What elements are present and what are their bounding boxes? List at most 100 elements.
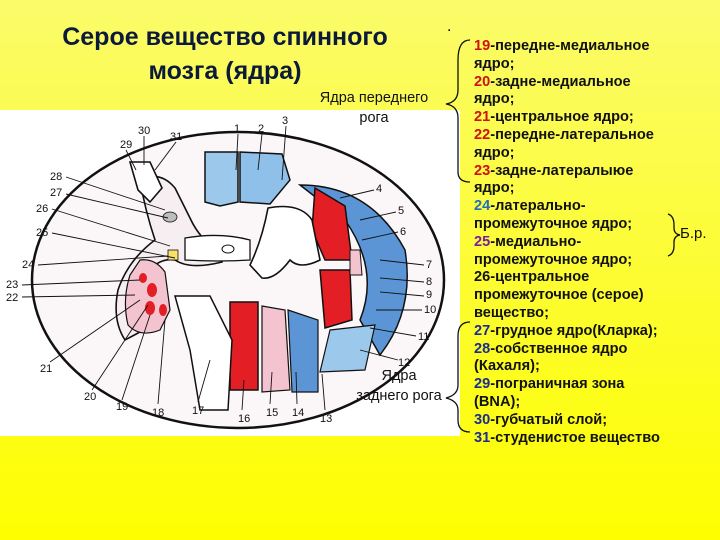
svg-text:5: 5 (398, 205, 404, 217)
legend-line: 30-губчатый слой; (474, 412, 718, 430)
legend-text: -медиально- (490, 233, 582, 250)
svg-text:22: 22 (6, 292, 18, 304)
legend-line: промежуточное ядро; (474, 252, 718, 270)
legend-line: ядро; (474, 145, 718, 163)
legend-line: 24-латерально- (474, 198, 718, 216)
legend-line: 27-грудное ядро(Кларка); (474, 323, 718, 341)
svg-text:3: 3 (282, 115, 288, 127)
legend-line: (BNA); (474, 394, 718, 412)
legend-text: -собственное ядро (490, 340, 628, 357)
legend-text: -латерально- (490, 198, 586, 215)
title-line-2: мозга (ядра) (148, 57, 302, 85)
legend-number: 24 (474, 198, 491, 215)
legend-text: ядро; (474, 91, 515, 108)
legend-number: 19 (474, 38, 491, 54)
posterior-horn-label: Ядра заднего рога (340, 366, 458, 406)
svg-text:26: 26 (36, 203, 48, 215)
legend-line: 26-центральное (474, 269, 718, 287)
legend-line: вещество; (474, 305, 718, 323)
legend-line: 22-передне-латеральное (474, 127, 718, 145)
title-line-1: Серое вещество спинного (62, 23, 388, 51)
legend-number: 31 (474, 429, 491, 446)
anterior-horn-label-line-2: рога (359, 110, 389, 126)
svg-text:31: 31 (170, 131, 182, 143)
anterior-horn-label-line-1: Ядра переднего (319, 90, 429, 106)
svg-text:25: 25 (36, 227, 48, 239)
legend-number: 26 (474, 269, 491, 286)
legend-number: 25 (474, 233, 491, 250)
legend-line: 21-центральное ядро; (474, 109, 718, 127)
svg-text:12: 12 (398, 357, 410, 369)
legend-text: -пограничная зона (490, 376, 625, 393)
svg-text:28: 28 (50, 171, 62, 183)
legend-line: промежуточное ядро; (474, 216, 718, 234)
legend-text: промежуточное ядро; (474, 251, 633, 268)
legend-text: -центральное (490, 269, 590, 286)
legend-text: (BNA); (474, 393, 521, 410)
legend-text: -центральное ядро; (490, 109, 634, 126)
legend-text: промежуточное (серое) (474, 287, 644, 304)
svg-text:19: 19 (116, 401, 128, 413)
svg-text:10: 10 (424, 304, 436, 316)
svg-text:13: 13 (320, 413, 332, 425)
legend-line: промежуточное (серое) (474, 287, 718, 305)
legend-number: 30 (474, 411, 491, 428)
legend-line: 19-передне-медиальное (474, 38, 718, 56)
svg-text:15: 15 (266, 407, 278, 419)
legend-line: ядро; (474, 56, 718, 74)
legend-text: (Кахаля); (474, 358, 540, 375)
legend-text: ядро; (474, 144, 515, 161)
svg-text:27: 27 (50, 187, 62, 199)
svg-text:17: 17 (192, 405, 204, 417)
legend-text: -задне-латералыюе (490, 162, 634, 179)
legend-text: -передне-латеральное (490, 126, 654, 143)
svg-text:6: 6 (400, 226, 406, 238)
svg-text:4: 4 (376, 183, 382, 195)
legend-line: 31-студенистое вещество (474, 430, 718, 448)
legend-number: 20 (474, 73, 491, 90)
legend-text: ядро; (474, 55, 515, 72)
legend-line: 25-медиально- (474, 234, 718, 252)
legend-text: -передне-медиальное (490, 38, 650, 54)
slide-title: Серое вещество спинного мозга (ядра) (10, 20, 440, 88)
svg-text:21: 21 (40, 363, 52, 375)
svg-text:11: 11 (418, 331, 429, 343)
svg-text:1: 1 (234, 123, 240, 135)
bp-label: Б.р. (680, 225, 707, 242)
svg-text:24: 24 (22, 259, 34, 271)
legend-line: 28-собственное ядро (474, 341, 718, 359)
dot-mark: . (447, 18, 452, 35)
legend-text: -грудное ядро(Кларка); (490, 322, 658, 339)
svg-text:2: 2 (258, 123, 264, 135)
svg-text:8: 8 (426, 276, 432, 288)
legend-text: ядро; (474, 180, 515, 197)
legend-text: -губчатый слой; (490, 411, 608, 428)
legend-text: вещество; (474, 304, 549, 321)
svg-text:30: 30 (138, 125, 150, 137)
legend-line: 29-пограничная зона (474, 376, 718, 394)
legend-number: 21 (474, 109, 491, 126)
legend-line: ядро; (474, 180, 718, 198)
legend-text: -задне-медиальное (490, 73, 631, 90)
legend-number: 23 (474, 162, 491, 179)
posterior-horn-label-line-2: заднего рога (356, 388, 442, 404)
svg-text:14: 14 (292, 407, 304, 419)
svg-text:20: 20 (84, 391, 96, 403)
svg-text:29: 29 (120, 139, 132, 151)
legend-number: 22 (474, 126, 491, 143)
svg-text:9: 9 (426, 289, 432, 301)
legend-number: 29 (474, 376, 491, 393)
svg-text:23: 23 (6, 279, 18, 291)
legend-line: (Кахаля); (474, 358, 718, 376)
anterior-horn-label: Ядра переднего рога (298, 88, 450, 128)
legend-line: ядро; (474, 91, 718, 109)
svg-text:7: 7 (426, 259, 432, 271)
svg-text:18: 18 (152, 407, 164, 419)
svg-text:16: 16 (238, 413, 250, 425)
posterior-horn-label-line-1: Ядра (381, 368, 417, 384)
legend-line: 23-задне-латералыюе (474, 163, 718, 181)
legend-text: промежуточное ядро; (474, 215, 633, 232)
legend-text: -студенистое вещество (490, 429, 660, 446)
